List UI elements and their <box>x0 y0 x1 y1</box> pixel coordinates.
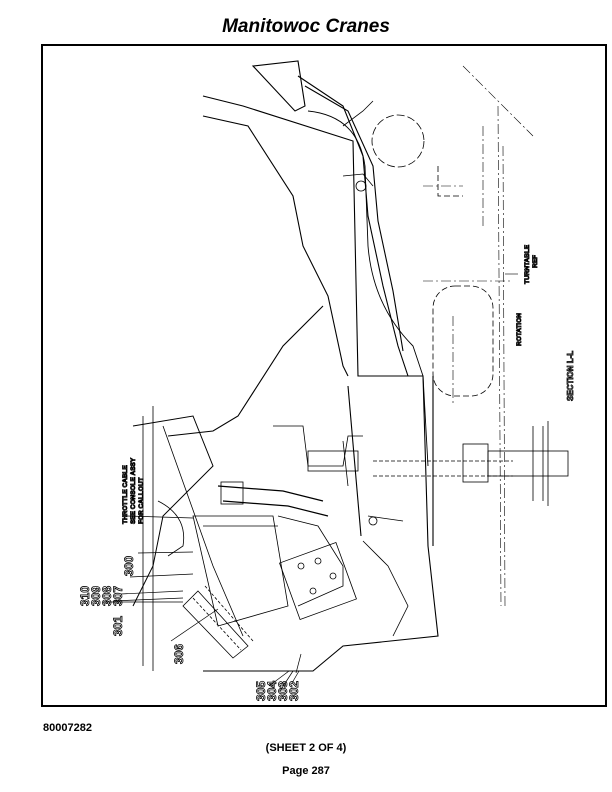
leader-lines <box>103 515 302 692</box>
page-number: Page 287 <box>282 765 330 777</box>
svg-text:REF: REF <box>532 255 539 268</box>
callout-308: 308 <box>100 586 114 606</box>
callout-309: 309 <box>89 586 103 606</box>
cab-outline <box>167 60 439 672</box>
svg-text:TURNTABLE: TURNTABLE <box>524 244 531 284</box>
rotation-label: ROTATION <box>516 312 524 346</box>
section-label: SECTION L-L <box>566 351 575 401</box>
technical-drawing: 310 309 308 307 301 300 306 305 304 303 … <box>78 60 575 701</box>
sheet-label: (SHEET 2 OF 4) <box>265 742 347 754</box>
svg-text:SEE CONSOLE ASSY: SEE CONSOLE ASSY <box>130 457 137 524</box>
callout-304: 304 <box>265 681 279 701</box>
callout-301: 301 <box>111 616 125 636</box>
drawing-frame: 310 309 308 307 301 300 306 305 304 303 … <box>41 44 607 707</box>
svg-text:ROTATION: ROTATION <box>516 313 523 346</box>
turntable-ref: TURNTABLE REF <box>505 244 539 284</box>
callout-310: 310 <box>78 586 92 606</box>
circle-ref <box>371 114 425 168</box>
callout-303: 303 <box>276 681 290 701</box>
callout-group-bottom: 305 304 303 302 <box>254 680 302 701</box>
svg-text:FOR CALLOUT: FOR CALLOUT <box>138 477 145 524</box>
svg-text:THROTTLE CABLE: THROTTLE CABLE <box>122 464 129 524</box>
document-number: 80007282 <box>43 722 92 734</box>
callout-300: 300 <box>122 556 136 576</box>
throttle-note: THROTTLE CABLE SEE CONSOLE ASSY FOR CALL… <box>122 457 146 525</box>
steering-column <box>157 481 329 557</box>
throttle-cable <box>273 100 429 467</box>
callout-307: 307 <box>111 586 125 606</box>
rotation-outline <box>432 285 494 397</box>
centerlines <box>423 65 534 607</box>
callout-group-left: 310 309 308 307 301 <box>78 585 126 636</box>
callout-302: 302 <box>287 681 301 701</box>
callout-306: 306 <box>172 644 186 664</box>
page-header-title: Manitowoc Cranes <box>222 16 390 37</box>
floor-assembly <box>132 406 409 671</box>
callout-305: 305 <box>254 681 268 701</box>
pedestal <box>307 421 569 506</box>
